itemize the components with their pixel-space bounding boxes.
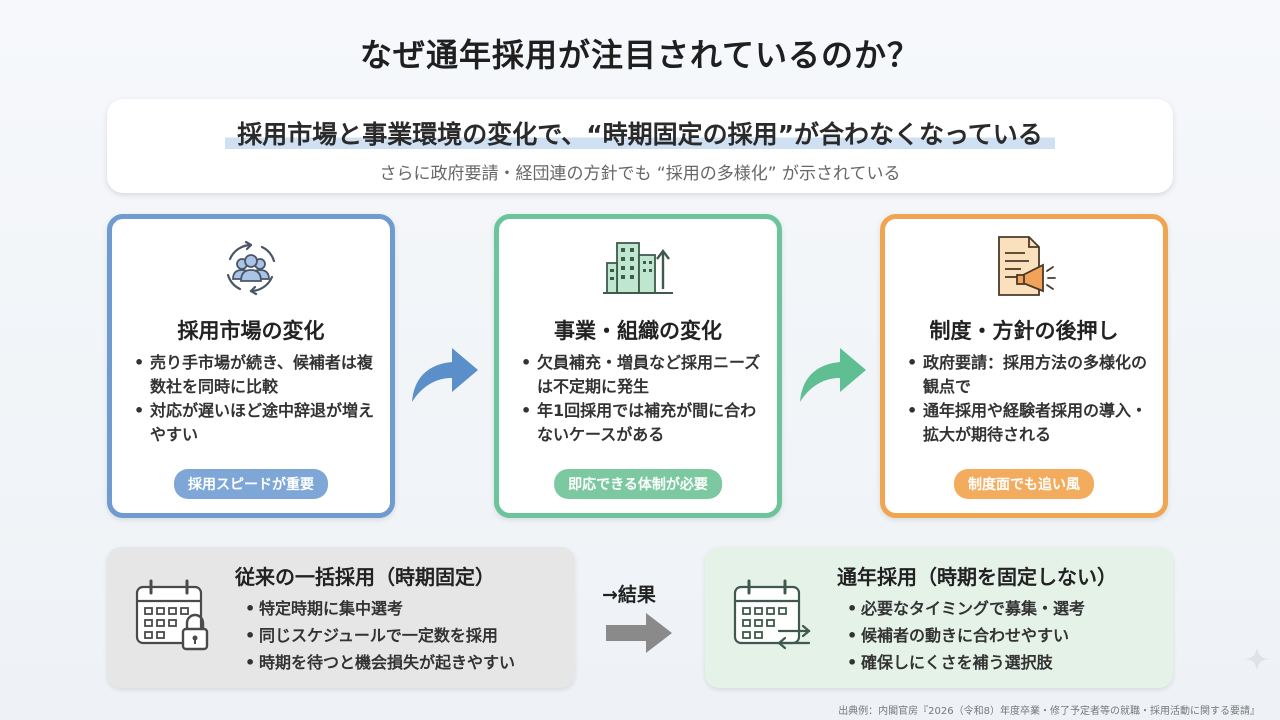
banner-sub-text: さらに政府要請・経団連の方針でも “採用の多様化” が示されている xyxy=(379,164,901,184)
result-label: →結果 xyxy=(602,584,656,606)
box-bullets: 必要なタイミングで募集・選考 候補者の動きに合わせやすい 確保しにくさを補う選択… xyxy=(847,595,1085,676)
card-tag: 採用スピードが重要 xyxy=(174,469,328,499)
summary-banner: 採用市場と事業環境の変化で、“時期固定の採用”が合わなくなっている さらに政府要… xyxy=(107,99,1173,193)
result-arrow-icon xyxy=(604,611,674,659)
box-title: 従来の一括採用（時期固定） xyxy=(235,565,495,589)
list-item: 必要なタイミングで募集・選考 xyxy=(847,595,1085,622)
card-title: 採用市場の変化 xyxy=(177,319,325,343)
card-hiring-market: 採用市場の変化 売り手市場が続き、候補者は複数社を同時に比較 対応が遅いほど途中… xyxy=(107,214,395,518)
card-business-change: 事業・組織の変化 欠員補充・増員など採用ニーズは不定期に発生 年1回採用では補充… xyxy=(494,214,782,518)
calendar-exchange-icon xyxy=(731,577,815,661)
card-policy-support: 制度・方針の後押し 政府要請：採用方法の多様化の観点で 通年採用や経験者採用の導… xyxy=(880,214,1168,518)
year-round-hiring-box: 通年採用（時期を固定しない） 必要なタイミングで募集・選考 候補者の動きに合わせ… xyxy=(705,547,1173,688)
list-item: 候補者の動きに合わせやすい xyxy=(847,622,1085,649)
list-item: 売り手市場が続き、候補者は複数社を同時に比較 xyxy=(134,351,384,399)
list-item: 特定時期に集中選考 xyxy=(245,595,515,622)
card-tag: 即応できる体制が必要 xyxy=(554,469,722,499)
card-title: 制度・方針の後押し xyxy=(929,319,1119,343)
banner-main-text: 採用市場と事業環境の変化で、“時期固定の採用”が合わなくなっている xyxy=(225,120,1055,149)
box-title: 通年採用（時期を固定しない） xyxy=(837,565,1117,589)
traditional-hiring-box: 従来の一括採用（時期固定） 特定時期に集中選考 同じスケジュールで一定数を採用 … xyxy=(107,547,575,688)
list-item: 通年採用や経験者採用の導入・拡大が期待される xyxy=(907,399,1157,447)
calendar-lock-icon xyxy=(133,577,215,661)
page-title: なぜ通年採用が注目されているのか？ xyxy=(359,36,921,74)
buildings-growth-icon xyxy=(601,233,675,303)
card-title: 事業・組織の変化 xyxy=(554,319,722,343)
box-bullets: 特定時期に集中選考 同じスケジュールで一定数を採用 時期を待つと機会損失が起きや… xyxy=(245,595,515,676)
list-item: 確保しにくさを補う選択肢 xyxy=(847,649,1085,676)
document-megaphone-icon xyxy=(989,233,1059,303)
flow-arrow-icon xyxy=(796,340,868,408)
list-item: 時期を待つと機会損失が起きやすい xyxy=(245,649,515,676)
source-note: 出典例：内閣官房『2026（令和8）年度卒業・修了予定者等の就職・採用活動に関す… xyxy=(838,706,1260,717)
card-tag: 制度面でも追い風 xyxy=(954,469,1094,499)
list-item: 年1回採用では補充が間に合わないケースがある xyxy=(521,399,771,447)
card-bullets: 政府要請：採用方法の多様化の観点で 通年採用や経験者採用の導入・拡大が期待される xyxy=(907,351,1157,447)
card-bullets: 売り手市場が続き、候補者は複数社を同時に比較 対応が遅いほど途中辞退が増えやすい xyxy=(134,351,384,447)
list-item: 欠員補充・増員など採用ニーズは不定期に発生 xyxy=(521,351,771,399)
list-item: 対応が遅いほど途中辞退が増えやすい xyxy=(134,399,384,447)
sparkle-icon xyxy=(1244,646,1270,676)
list-item: 同じスケジュールで一定数を採用 xyxy=(245,622,515,649)
people-cycle-icon xyxy=(216,233,286,307)
flow-arrow-icon xyxy=(408,340,480,408)
list-item: 政府要請：採用方法の多様化の観点で xyxy=(907,351,1157,399)
card-bullets: 欠員補充・増員など採用ニーズは不定期に発生 年1回採用では補充が間に合わないケー… xyxy=(521,351,771,447)
